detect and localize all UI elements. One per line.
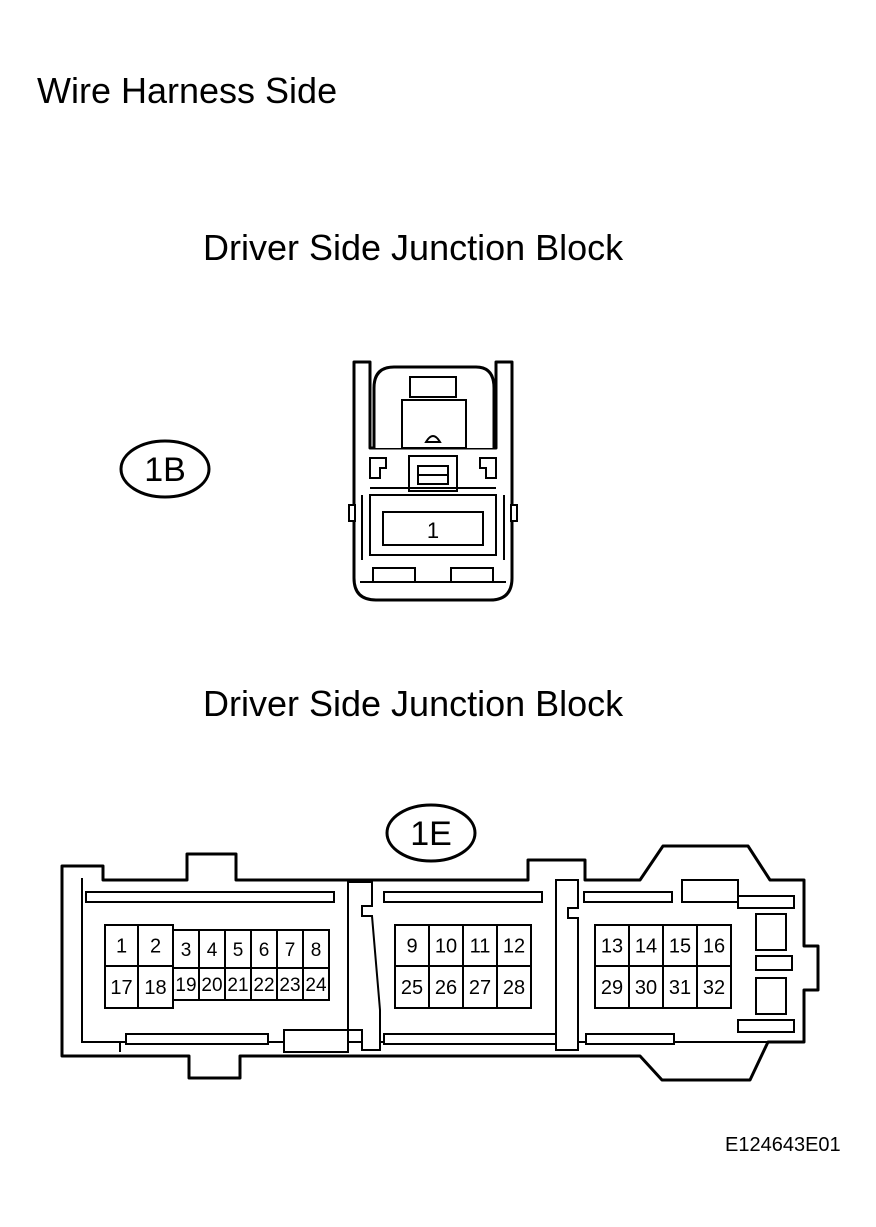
pin-cell	[496, 965, 532, 1009]
pin-number: 4	[207, 940, 218, 961]
connector-1b-housing	[348, 360, 518, 602]
pin-number: 6	[259, 940, 270, 961]
pin-cell	[104, 965, 139, 1009]
pin-number: 24	[305, 975, 327, 996]
pin-number: 13	[601, 936, 623, 958]
pin-cell	[198, 929, 226, 969]
connector-1e-code-badge	[385, 803, 477, 863]
pin-number: 31	[669, 977, 691, 999]
pin-cell	[302, 929, 330, 969]
pin-number: 2	[150, 936, 161, 958]
pin-cell	[224, 967, 252, 1001]
pin-number: 15	[669, 936, 691, 958]
connector-1b-code-badge	[119, 439, 211, 499]
connector-1b-code: 1B	[144, 451, 186, 489]
pin-cell	[594, 965, 630, 1009]
pin-cell	[662, 965, 698, 1009]
pin-number: 22	[253, 975, 274, 996]
pin-number: 14	[635, 936, 657, 958]
connector-1e-code: 1E	[410, 815, 452, 853]
pin-number: 32	[703, 977, 725, 999]
pin-cell	[137, 924, 174, 967]
pin-cell	[428, 965, 464, 1009]
pin-number: 7	[285, 940, 296, 961]
pin-cell	[302, 967, 330, 1001]
pin-number: 5	[233, 940, 244, 961]
pin-number: 26	[435, 977, 457, 999]
pin-number: 20	[201, 975, 222, 996]
page-title: Wire Harness Side	[37, 70, 338, 111]
pin-number: 23	[279, 975, 300, 996]
pin-number: 29	[601, 977, 623, 999]
pin-number: 1	[116, 936, 127, 958]
pin-cell	[394, 924, 430, 967]
pin-number: 3	[181, 940, 192, 961]
pin-cell	[394, 965, 430, 1009]
pin-number: 21	[227, 975, 248, 996]
pin-cell	[382, 511, 484, 546]
pin-cell	[696, 965, 732, 1009]
connector-1b-heading: Driver Side Junction Block	[203, 227, 624, 268]
pin-number: 30	[635, 977, 657, 999]
pin-number: 11	[470, 936, 491, 958]
pin-number: 16	[703, 936, 725, 958]
pin-number: 9	[406, 936, 417, 958]
figure-id: E124643E01	[725, 1134, 841, 1156]
pin-number: 25	[401, 977, 423, 999]
pin-number: 19	[175, 975, 196, 996]
pin-cell	[496, 924, 532, 967]
pin-number: 27	[469, 977, 491, 999]
pin-number: 18	[144, 977, 166, 999]
pin-number: 10	[435, 936, 457, 958]
connector-1b: 1B 1	[119, 360, 518, 602]
pin-number: 17	[110, 977, 132, 999]
connector-1e-heading: Driver Side Junction Block	[203, 683, 624, 724]
pin-number: 1	[427, 518, 439, 543]
pin-cell	[628, 965, 664, 1009]
pin-number: 8	[311, 940, 322, 961]
pin-number: 12	[503, 936, 525, 958]
pin-number: 28	[503, 977, 525, 999]
